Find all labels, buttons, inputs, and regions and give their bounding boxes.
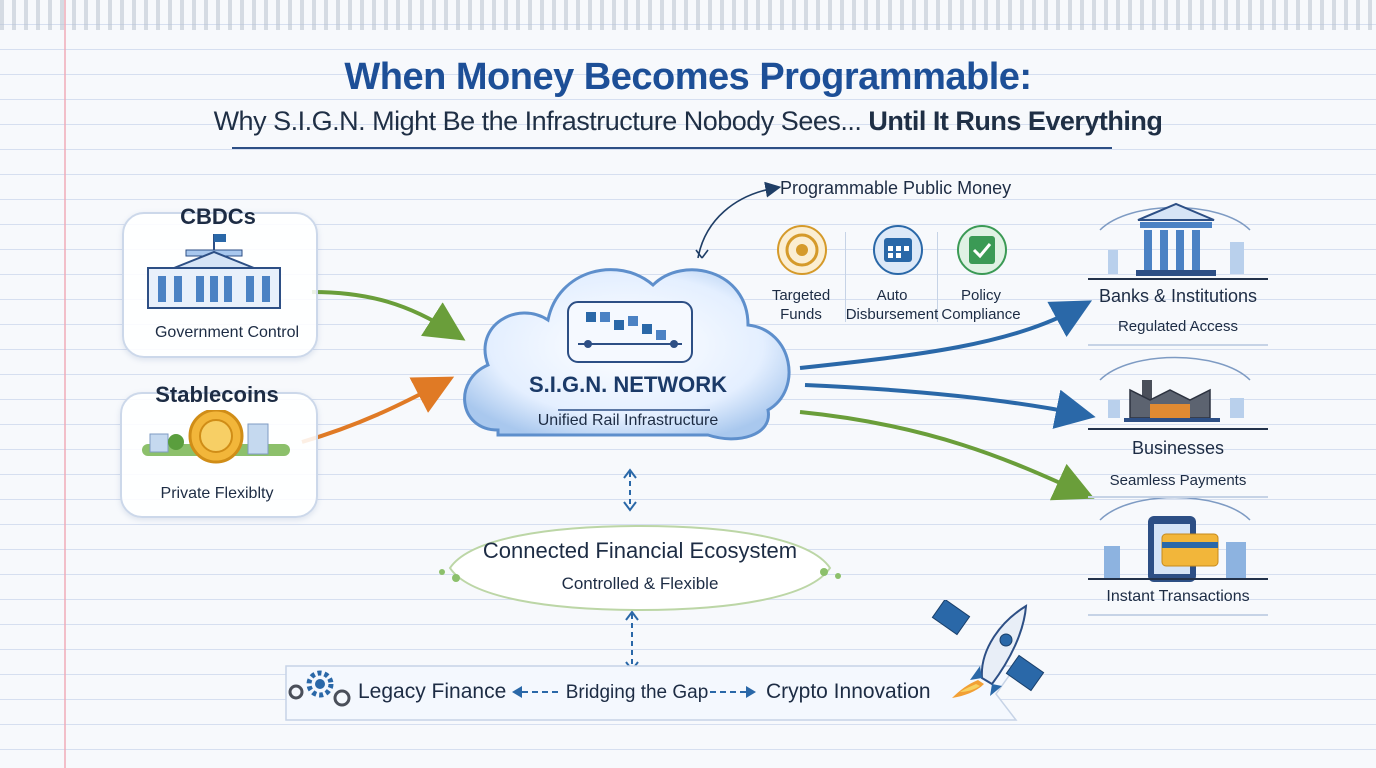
divider: [1088, 496, 1268, 498]
instant-rule: [1088, 578, 1268, 580]
shield-check-icon: [958, 226, 1006, 274]
arrow-stablecoins-to-network: [302, 384, 440, 442]
cbdc-title: CBDCs: [122, 204, 314, 230]
bridge-label: Bridging the Gap: [562, 682, 712, 704]
programmable-heading: Programmable Public Money: [780, 178, 1020, 199]
rocket-satellite-icon: [930, 600, 1050, 710]
divider: [1088, 344, 1268, 346]
instant-title: Instant Transactions: [1088, 588, 1268, 606]
arrow-network-to-instant: [800, 412, 1080, 492]
businesses-rule: [1088, 428, 1268, 430]
divider: [1088, 614, 1268, 616]
programmable-icons: [768, 222, 1038, 282]
stablecoin-coin-icon: [136, 410, 296, 470]
network-title: S.I.G.N. NETWORK: [468, 372, 788, 398]
ecosystem-subtitle: Controlled & Flexible: [430, 574, 850, 594]
crypto-innovation-label: Crypto Innovation: [766, 680, 946, 704]
stablecoins-subtitle: Private Flexiblty: [120, 485, 314, 503]
arrow-network-to-businesses: [805, 385, 1080, 414]
calendar-icon: [874, 226, 922, 274]
right-cards-illustrations: [1080, 190, 1280, 610]
government-building-icon: [144, 232, 284, 312]
banks-rule: [1088, 278, 1268, 280]
factory-icon: [1100, 358, 1250, 423]
banks-title: Banks & Institutions: [1088, 286, 1268, 307]
target-icon: [778, 226, 826, 274]
stablecoins-title: Stablecoins: [120, 382, 314, 408]
arrow-cbdc-to-network: [312, 292, 452, 332]
banks-subtitle: Regulated Access: [1088, 318, 1268, 335]
phone-card-icon: [1100, 498, 1250, 583]
cbdc-subtitle: Government Control: [122, 324, 332, 342]
businesses-title: Businesses: [1088, 438, 1268, 459]
bank-icon: [1100, 204, 1250, 276]
legacy-finance-label: Legacy Finance: [358, 680, 518, 704]
ecosystem-banner: [430, 518, 850, 618]
ecosystem-title: Connected Financial Ecosystem: [430, 538, 850, 564]
network-subtitle: Unified Rail Infrastructure: [468, 412, 788, 430]
businesses-subtitle: Seamless Payments: [1088, 472, 1268, 489]
